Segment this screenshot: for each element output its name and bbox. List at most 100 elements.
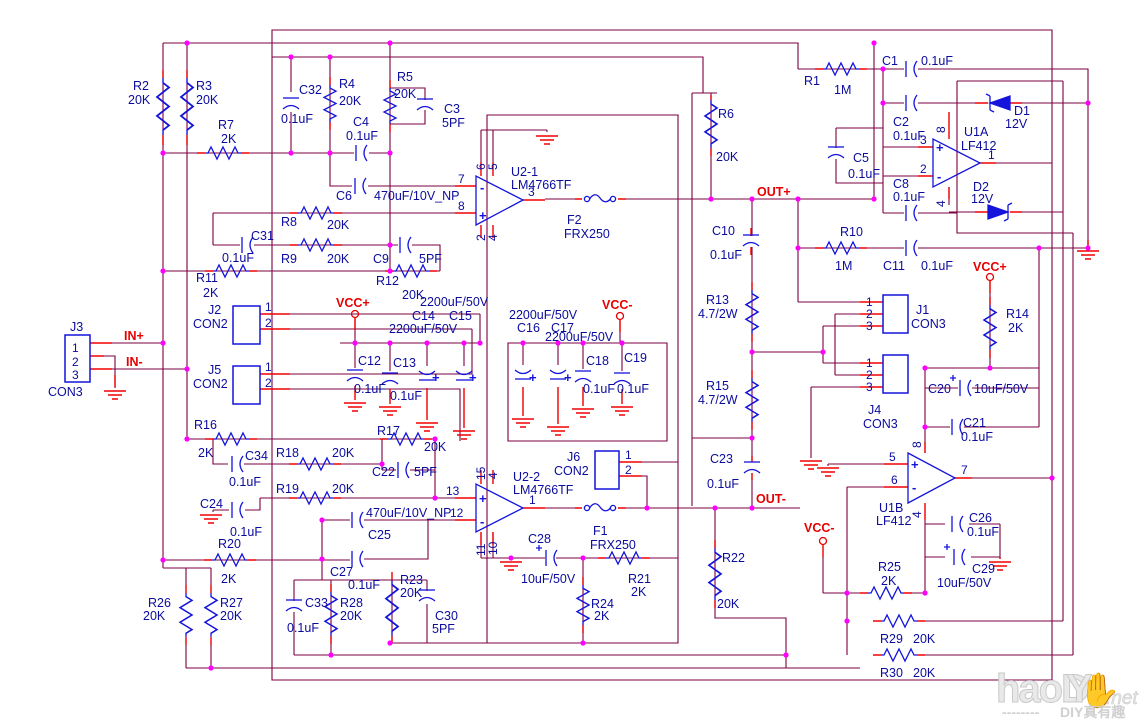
U1A-pin1-label: 1 xyxy=(988,148,995,162)
C30-value-label: 5PF xyxy=(432,622,455,636)
R26-resistor-symbol xyxy=(179,592,193,638)
label-layer: R2 20K R3 20K R7 2K C32 0.1uF R4 20K C4 … xyxy=(48,54,1030,680)
junction-dots xyxy=(160,40,1091,671)
J2-connector xyxy=(232,305,261,345)
R13-value-label: 4.7/2W xyxy=(698,307,738,321)
R28-ref-label: R28 xyxy=(340,596,363,610)
U1B-noninv-sign: + xyxy=(911,457,919,472)
U21-pin3-label: 3 xyxy=(528,185,535,199)
C5-value-label: 0.1uF xyxy=(848,167,880,181)
C26-value-label: 0.1uF xyxy=(967,525,999,539)
R4-value-label: 20K xyxy=(339,94,362,108)
U22-inv-sign: - xyxy=(480,514,484,529)
C10-capacitor-symbol xyxy=(742,234,760,247)
R25-value-label: 2K xyxy=(881,574,897,588)
J6-ref-label: J6 xyxy=(567,450,580,464)
J4-pin2-label: 2 xyxy=(866,368,873,382)
vccplus-right-label: VCC+ xyxy=(973,260,1007,274)
R30-ref-label: R30 xyxy=(880,666,903,680)
vccminus-mid-label: VCC- xyxy=(602,298,633,312)
C8-capacitor-symbol xyxy=(905,204,918,222)
U21-pin5-label: 5 xyxy=(486,163,500,170)
R2-value-label: 20K xyxy=(128,93,151,107)
C34-capacitor-symbol xyxy=(231,455,244,473)
C27-ref-label: C27 xyxy=(330,565,353,579)
C14-ref-label: C14 xyxy=(412,309,435,323)
U22-value-label: LM4766TF xyxy=(513,483,574,497)
C17-value-label: 2200uF/50V xyxy=(545,330,614,344)
C16-ref-label: C16 xyxy=(517,321,540,335)
vccminus-right-label: VCC- xyxy=(804,521,835,535)
J4-value-label: CON3 xyxy=(863,417,898,431)
J2-pin2-label: 2 xyxy=(265,316,272,330)
R14-value-label: 2K xyxy=(1008,321,1024,335)
C18-value-label: 0.1uF xyxy=(583,382,615,396)
right-top-wires xyxy=(798,68,1089,655)
U21-pin6-label: 6 xyxy=(474,163,488,170)
D1-ref-label: D1 xyxy=(1014,104,1030,118)
R9-value-label: 20K xyxy=(327,252,350,266)
C12-value-label: 0.1uF xyxy=(354,382,386,396)
U1A-pin8-label: 8 xyxy=(934,126,948,133)
F2-ref-label: F2 xyxy=(567,213,582,227)
C20-value-label: 10uF/50V xyxy=(974,382,1029,396)
R30-value-label: 20K xyxy=(913,666,936,680)
outer-border-wire xyxy=(271,29,1053,681)
C28-ref-label: C28 xyxy=(528,532,551,546)
U2-2-opamp-symbol xyxy=(475,482,525,534)
U1B-pin8-label: 8 xyxy=(910,441,924,448)
R22-value-label: 20K xyxy=(717,597,740,611)
R11-ref-label: R11 xyxy=(196,271,218,285)
J3-ref-label: J3 xyxy=(70,320,83,334)
U1A-inv-sign: - xyxy=(937,169,941,184)
top-bus-wires xyxy=(162,42,875,568)
J3-pin1-label: 1 xyxy=(72,341,79,355)
R7-value-label: 2K xyxy=(221,132,237,146)
C34-value-label: 0.1uF xyxy=(229,475,261,489)
watermark-brand2-text: Y xyxy=(1066,667,1093,711)
inner-box-wire xyxy=(486,114,679,644)
R15-ref-label: R15 xyxy=(706,379,729,393)
C34-ref-label: C34 xyxy=(245,449,268,463)
J5-value-label: CON2 xyxy=(193,377,228,391)
J4-ref-label: J4 xyxy=(868,403,881,417)
J1-value-label: CON3 xyxy=(911,317,946,331)
R10-ref-label: R10 xyxy=(840,225,863,239)
R5-value-label: 20K xyxy=(394,87,417,101)
U22-pin15-label: 15 xyxy=(474,466,488,480)
C21-ref-label: C21 xyxy=(963,416,986,430)
U1A-pin3-label: 3 xyxy=(920,133,927,147)
D2-ref-label: D2 xyxy=(973,180,989,194)
C12-capacitor-symbol xyxy=(346,369,364,382)
R19-value-label: 20K xyxy=(332,482,355,496)
vccplus-mid-label: VCC+ xyxy=(336,296,370,310)
U22-pin11-label: 11 xyxy=(474,543,488,556)
U2-1-opamp-symbol xyxy=(475,174,525,227)
C31-ref-label: C31 xyxy=(251,229,274,243)
J3-pin3-label: 3 xyxy=(72,368,79,382)
C19-ref-label: C19 xyxy=(624,351,647,365)
C26-ref-label: C26 xyxy=(969,511,992,525)
J1-pin2-label: 2 xyxy=(866,307,873,321)
C19-value-label: 0.1uF xyxy=(617,382,649,396)
J1-connector xyxy=(882,294,909,334)
J4-connector xyxy=(882,354,909,394)
R26-value-label: 20K xyxy=(143,609,166,623)
C3-capacitor-symbol xyxy=(416,98,434,111)
R24-value-label: 2K xyxy=(594,609,610,623)
U1B-value-label: LF412 xyxy=(876,514,911,528)
U21-value-label: LM4766TF xyxy=(511,178,572,192)
C29-capacitor-symbol xyxy=(943,543,966,566)
R17-value-label: 20K xyxy=(424,440,447,454)
watermark-hand-icon: ✋ xyxy=(1078,671,1118,710)
R18-ref-label: R18 xyxy=(276,446,299,460)
C4-value-label: 0.1uF xyxy=(346,129,378,143)
watermark-tagline: DIY真有趣 xyxy=(1060,704,1126,720)
R3-ref-label: R3 xyxy=(196,79,212,93)
watermark-suffix-text: .net xyxy=(1106,688,1138,709)
C24-value-label: 0.1uF xyxy=(230,525,262,539)
C2-ref-label: C2 xyxy=(893,115,909,129)
C29-value-label: 10uF/50V xyxy=(937,576,992,590)
R6-ref-label: R6 xyxy=(718,107,734,121)
J6-pin2-label: 2 xyxy=(625,463,632,477)
